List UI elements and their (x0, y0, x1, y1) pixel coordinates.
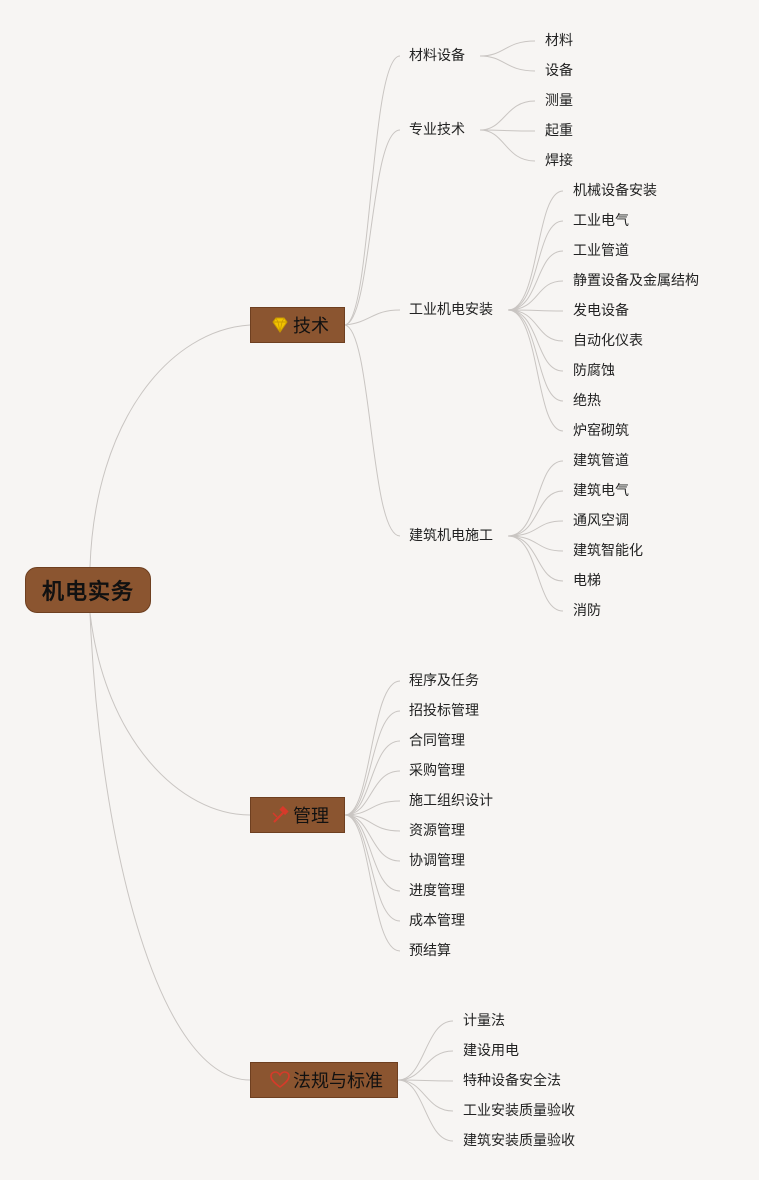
leaf-node[interactable]: 炉窑砌筑 (573, 423, 629, 439)
leaf-node[interactable]: 建筑管道 (573, 453, 629, 469)
link-tech-g4 (344, 324, 401, 537)
link-root-law (89, 612, 251, 1081)
root-node[interactable]: 机电实务 (25, 567, 151, 613)
leaf-node[interactable]: 工业安装质量验收 (463, 1103, 575, 1119)
link-tech-g1 (344, 55, 401, 326)
leaf-node[interactable]: 电梯 (573, 573, 601, 589)
leaf-node[interactable]: 建筑智能化 (573, 543, 643, 559)
root-label: 机电实务 (41, 580, 134, 605)
link-root-tech (89, 324, 251, 568)
leaf-node[interactable]: 计量法 (463, 1013, 505, 1029)
branch-tech[interactable]: 技术 (250, 307, 345, 343)
branch-management-label: 管理 (293, 806, 329, 827)
group-industrial-install[interactable]: 工业机电安装 (409, 302, 493, 318)
group-professional-tech[interactable]: 专业技术 (409, 122, 465, 138)
leaf-node[interactable]: 建筑安装质量验收 (463, 1133, 575, 1149)
leaf-node[interactable]: 机械设备安装 (573, 183, 657, 199)
link-tech-g2 (344, 129, 401, 326)
heart-icon (269, 1069, 291, 1091)
branch-management[interactable]: 管理 (250, 797, 345, 833)
leaf-node[interactable]: 材料 (545, 33, 573, 49)
leaf-node[interactable]: 资源管理 (409, 823, 465, 839)
leaf-node[interactable]: 进度管理 (409, 883, 465, 899)
leaf-node[interactable]: 测量 (545, 93, 573, 109)
group-building-mep[interactable]: 建筑机电施工 (409, 528, 493, 544)
leaf-node[interactable]: 成本管理 (409, 913, 465, 929)
leaf-node[interactable]: 发电设备 (573, 303, 629, 319)
leaf-node[interactable]: 防腐蚀 (573, 363, 615, 379)
leaf-node[interactable]: 合同管理 (409, 733, 465, 749)
leaf-node[interactable]: 建设用电 (463, 1043, 519, 1059)
leaf-node[interactable]: 通风空调 (573, 513, 629, 529)
leaf-node[interactable]: 建筑电气 (573, 483, 629, 499)
leaf-node[interactable]: 绝热 (573, 393, 601, 409)
leaf-node[interactable]: 自动化仪表 (573, 333, 643, 349)
leaf-node[interactable]: 起重 (545, 123, 573, 139)
leaf-node[interactable]: 采购管理 (409, 763, 465, 779)
group-materials-equipment[interactable]: 材料设备 (409, 48, 465, 64)
leaf-node[interactable]: 招投标管理 (409, 703, 479, 719)
leaf-node[interactable]: 施工组织设计 (409, 793, 493, 809)
branch-tech-label: 技术 (293, 316, 329, 337)
leaf-node[interactable]: 焊接 (545, 153, 573, 169)
hammer-icon (269, 804, 291, 826)
leaf-node[interactable]: 协调管理 (409, 853, 465, 869)
leaf-node[interactable]: 工业电气 (573, 213, 629, 229)
leaf-node[interactable]: 消防 (573, 603, 601, 619)
leaf-node[interactable]: 工业管道 (573, 243, 629, 259)
leaf-node[interactable]: 设备 (545, 63, 573, 79)
link-root-mgmt (89, 612, 251, 816)
gem-icon (269, 314, 291, 336)
branch-regulations[interactable]: 法规与标准 (250, 1062, 398, 1098)
link-tech-g3 (344, 309, 401, 326)
leaf-node[interactable]: 预结算 (409, 943, 451, 959)
leaf-node[interactable]: 特种设备安全法 (463, 1073, 561, 1089)
leaf-node[interactable]: 程序及任务 (409, 673, 479, 689)
leaf-node[interactable]: 静置设备及金属结构 (573, 273, 699, 289)
branch-regulations-label: 法规与标准 (293, 1071, 383, 1092)
